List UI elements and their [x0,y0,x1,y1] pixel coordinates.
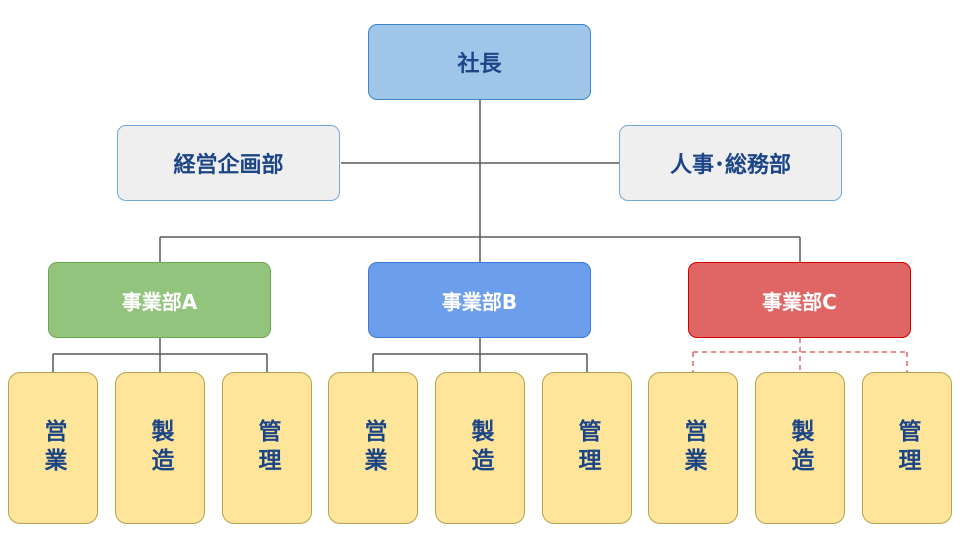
hr-dept-label: 人事･総務部 [669,153,791,178]
unit-label: 管理 [894,419,920,477]
ceo-label: 社長 [457,52,502,77]
unit-label: 管理 [254,419,280,477]
unit-label: 営業 [40,419,66,477]
unit-a-sales: 営業 [8,372,98,524]
unit-label: 製造 [787,419,813,477]
unit-c-sales: 営業 [648,372,738,524]
unit-c-admin: 管理 [862,372,952,524]
division-c-box: 事業部C [688,262,911,338]
division-b-box: 事業部B [368,262,591,338]
division-a-label: 事業部A [121,289,198,314]
division-b-label: 事業部B [441,289,518,314]
unit-label: 営業 [680,419,706,477]
unit-b-admin: 管理 [542,372,632,524]
ceo-box: 社長 [368,24,591,100]
unit-b-manufacturing: 製造 [435,372,525,524]
planning-dept-label: 経営企画部 [173,153,284,178]
unit-c-manufacturing: 製造 [755,372,845,524]
division-c-label: 事業部C [762,289,837,314]
unit-a-manufacturing: 製造 [115,372,205,524]
unit-label: 管理 [574,419,600,477]
division-a-box: 事業部A [48,262,271,338]
unit-b-sales: 営業 [328,372,418,524]
unit-label: 製造 [147,419,173,477]
hr-dept-box: 人事･総務部 [619,125,842,201]
unit-a-admin: 管理 [222,372,312,524]
planning-dept-box: 経営企画部 [117,125,340,201]
unit-label: 製造 [467,419,493,477]
unit-label: 営業 [360,419,386,477]
